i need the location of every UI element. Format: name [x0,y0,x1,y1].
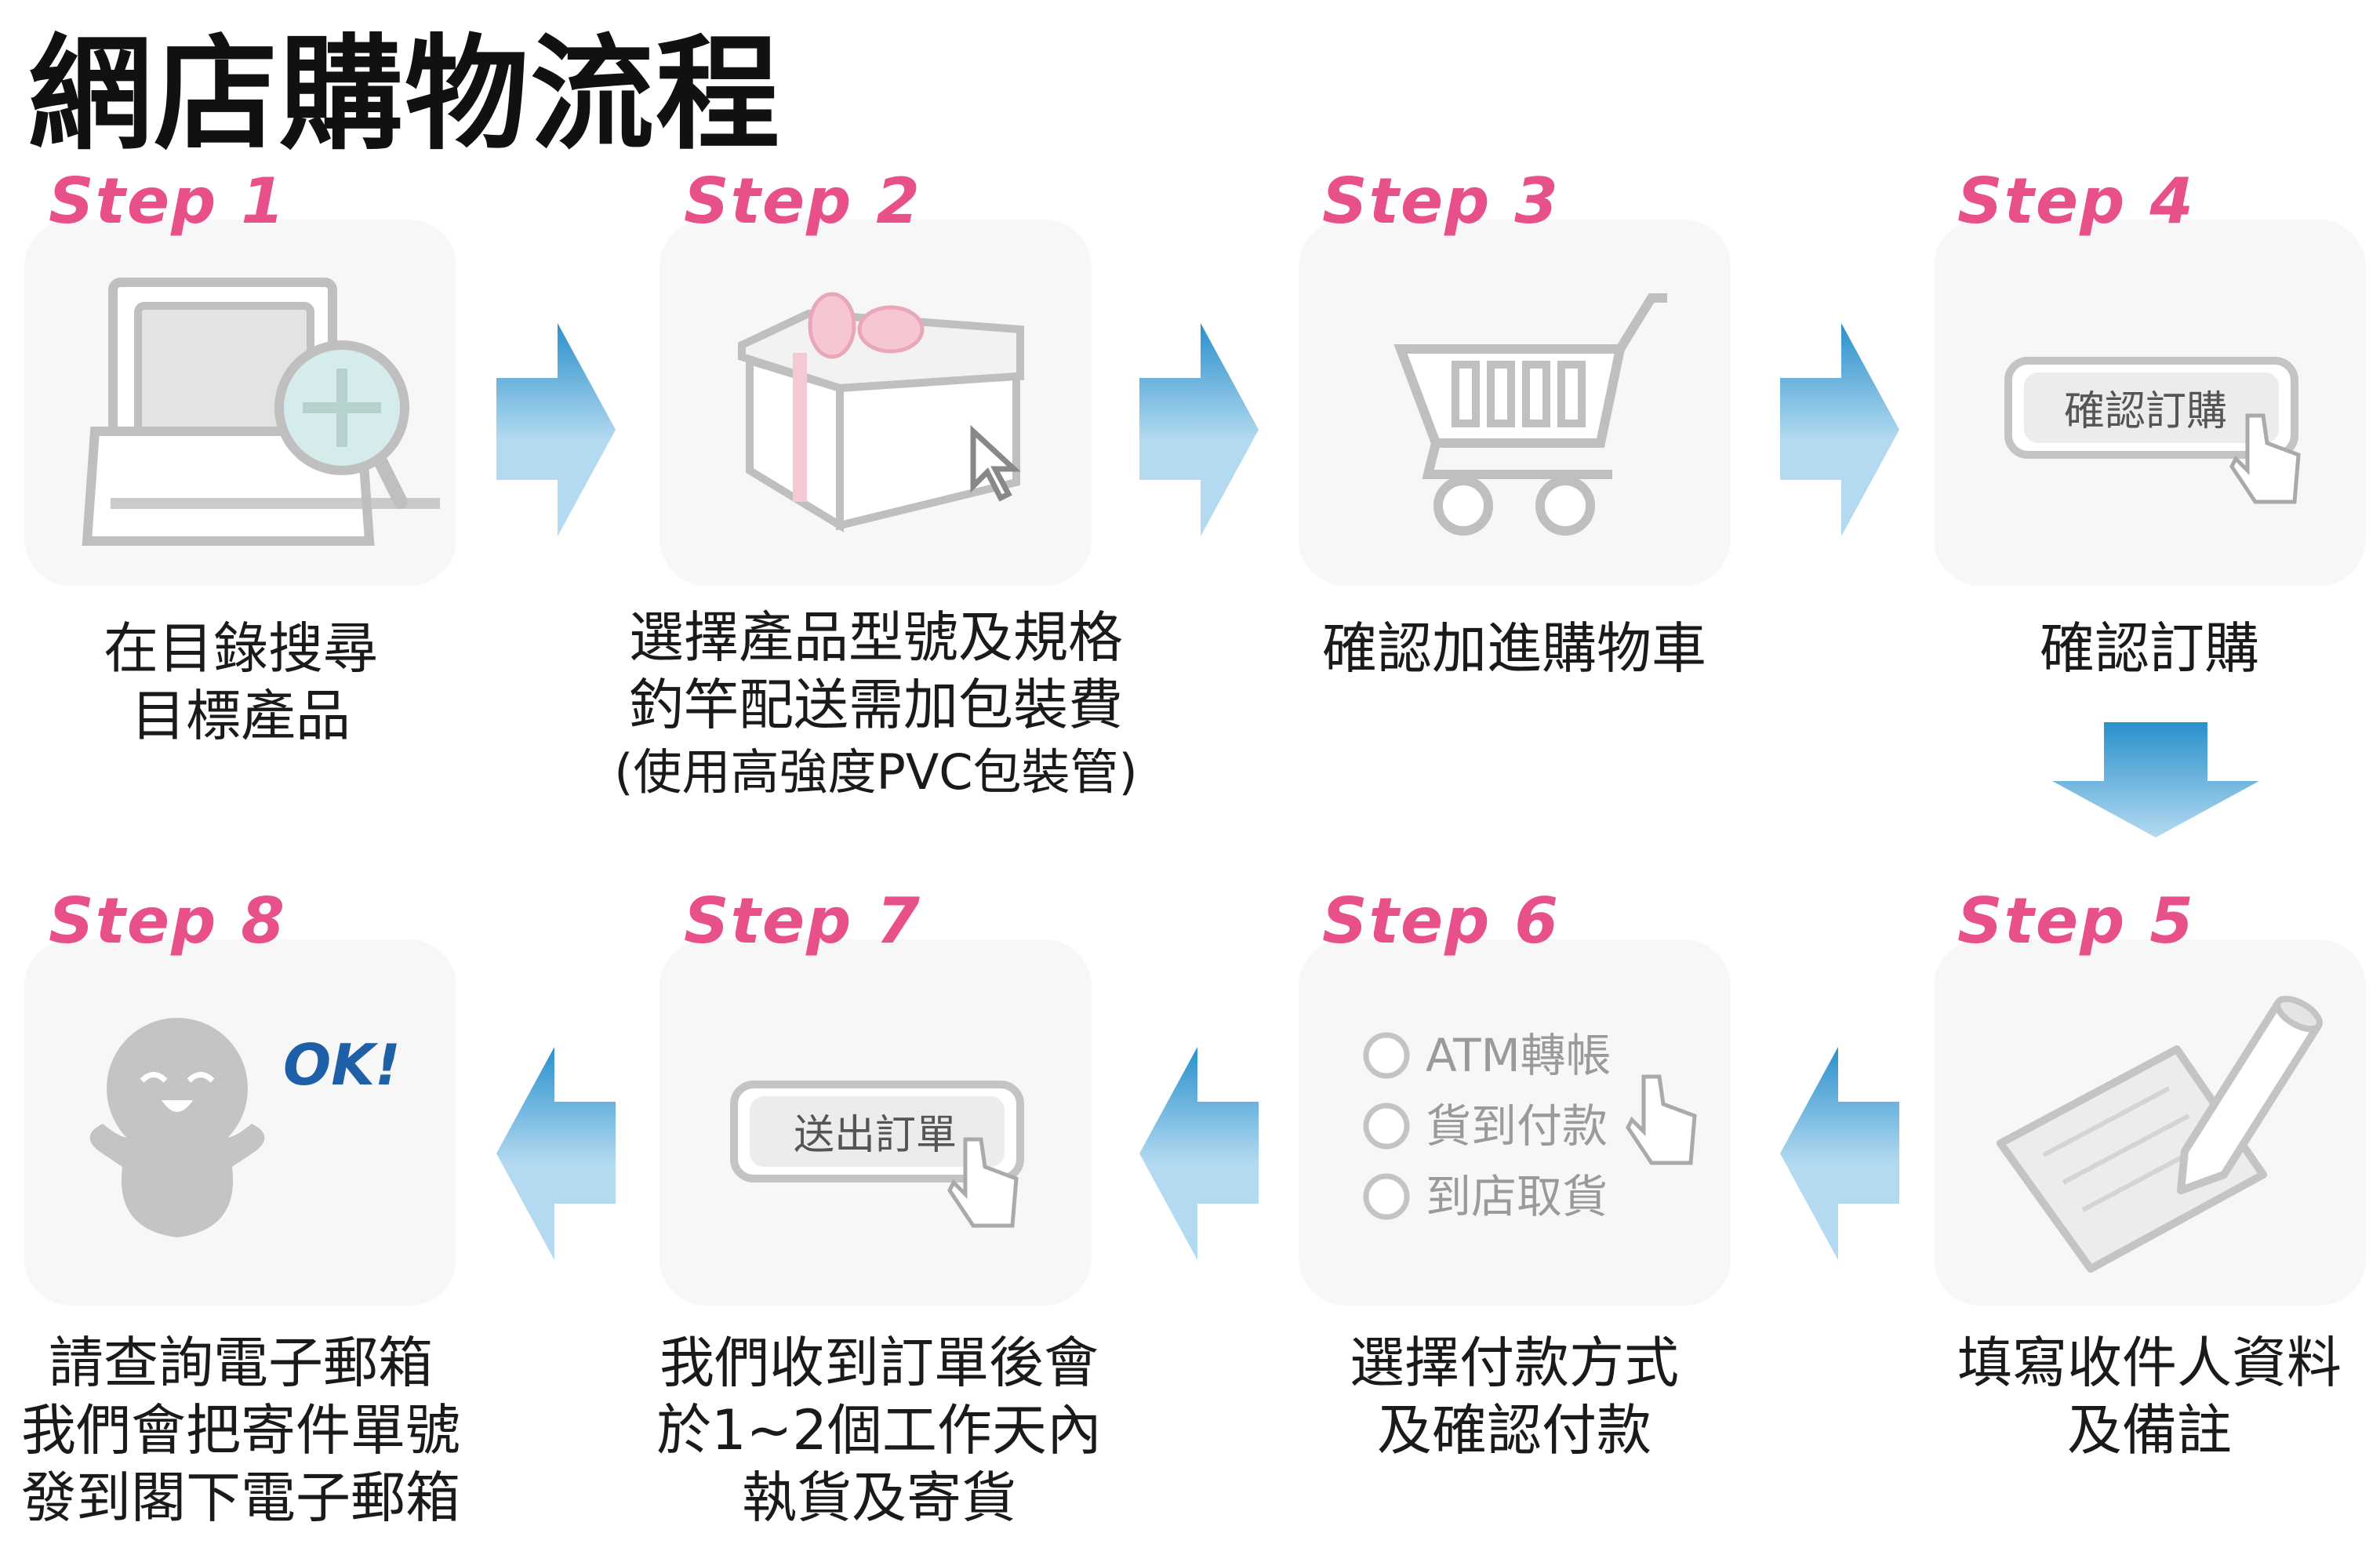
computer-search-icon [82,278,440,546]
arrow-left-icon [1139,1047,1259,1260]
caption-line: 填寫收件人資料 [1957,1331,2342,1395]
payment-option-atm: ATM轉帳 [1426,1029,1611,1082]
step-7-caption: 我們收到訂單後會 於1~2個工作天內 執貨及寄貨 [605,1329,1154,1531]
caption-line: 釣竿配送需加包裝費 [629,673,1123,737]
step-6-caption: 選擇付款方式 及確認付款 [1240,1329,1789,1464]
arrow-right-icon [1780,323,1899,536]
step-8-card: OK! [24,939,456,1306]
confirm-order-button-label: 確認訂購 [2064,388,2227,435]
arrow-left-icon [1780,1047,1899,1260]
step-6-card: ATM轉帳 貨到付款 到店取貨 [1299,939,1731,1306]
caption-line: (使用高強度PVC包裝管) [614,743,1138,801]
step-8-caption: 請查詢電子郵箱 我們會把寄件單號 發到閣下電子郵箱 [0,1329,515,1531]
step-5-caption: 填寫收件人資料 及備註 [1875,1329,2380,1464]
step-8-label: Step 8 [49,885,286,957]
arrow-left-icon [496,1047,616,1260]
caption-line: 發到閣下電子郵箱 [21,1466,460,1530]
caption-line: 請查詢電子郵箱 [49,1331,433,1395]
submit-order-button-label: 送出訂單 [794,1112,957,1159]
arrow-down-icon [2052,722,2259,837]
caption-line: 目標產品 [131,684,351,748]
step-3-label: Step 3 [1322,165,1560,238]
caption-line: 於1~2個工作天內 [656,1398,1102,1462]
step-4-caption: 確認訂購 [1875,615,2380,682]
submit-order-button-icon: 送出訂單 [730,1081,1024,1228]
caption-line: 在目錄搜尋 [104,616,378,681]
caption-line: 我們收到訂單後會 [659,1331,1099,1395]
caption-line: 確認訂購 [2040,616,2259,681]
ok-badge: OK! [283,1032,401,1098]
confirm-button-icon: 確認訂購 [2004,357,2301,504]
caption-line: 選擇付款方式 [1350,1331,1679,1395]
step-6-label: Step 6 [1322,885,1560,957]
caption-line: 執貨及寄貨 [742,1466,1016,1530]
arrow-right-icon [1139,323,1259,536]
step-5-label: Step 5 [1957,885,2195,957]
payment-option-cod: 貨到付款 [1426,1099,1608,1153]
step-1-label: Step 1 [49,165,286,238]
step-2-caption: 選擇產品型號及規格 釣竿配送需加包裝費 (使用高強度PVC包裝管) [601,604,1150,806]
step-7-card: 送出訂單 [659,939,1092,1306]
step-1-card [24,220,456,586]
caption-line: 及備註 [2067,1398,2232,1462]
shopping-cart-icon [1393,293,1667,536]
arrow-right-icon [496,323,616,536]
caption-line: 選擇產品型號及規格 [629,605,1123,670]
step-2-card [659,220,1092,586]
step-4-label: Step 4 [1957,165,2195,238]
happy-character-icon: OK! [89,1018,401,1237]
step-3-caption: 確認加進購物車 [1240,615,1789,682]
caption-line: 確認加進購物車 [1322,616,1706,681]
gift-box-icon [738,292,1024,532]
payment-options-icon: ATM轉帳 貨到付款 到店取貨 [1363,1029,1697,1223]
form-pencil-icon [1997,995,2323,1273]
payment-option-store: 到店取貨 [1426,1170,1608,1223]
caption-line: 我們會把寄件單號 [21,1398,460,1462]
step-7-label: Step 7 [684,885,921,957]
step-5-card [1934,939,2366,1306]
step-3-card [1299,220,1731,586]
page-title: 網店購物流程 [28,23,781,167]
step-2-label: Step 2 [684,165,921,238]
step-1-caption: 在目錄搜尋 目標產品 [0,615,515,750]
caption-line: 及確認付款 [1377,1398,1651,1462]
step-4-card: 確認訂購 [1934,220,2366,586]
